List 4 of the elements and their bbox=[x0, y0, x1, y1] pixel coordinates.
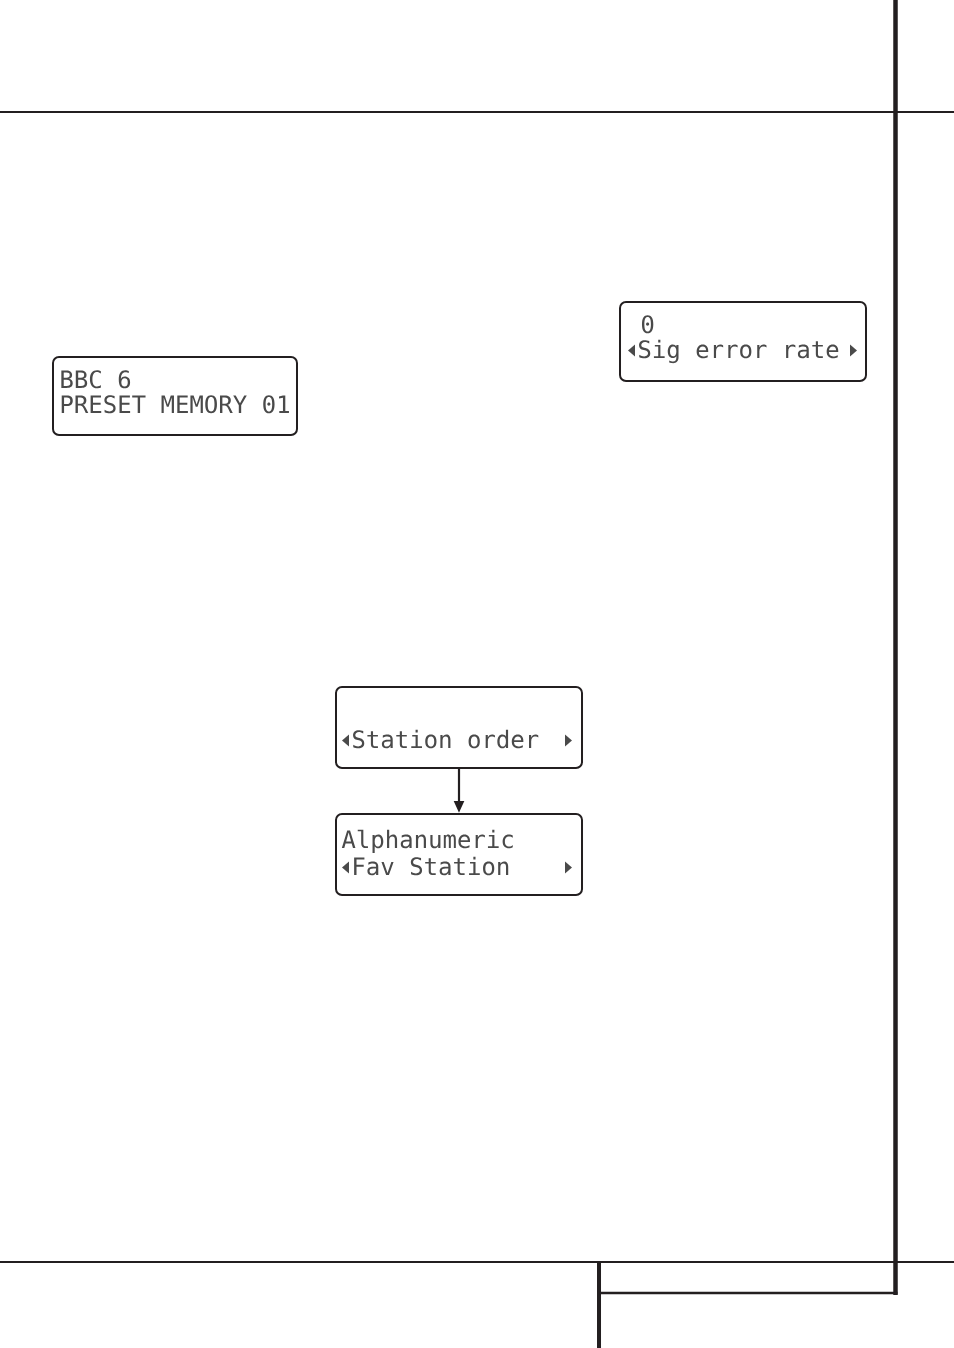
lcd-display: 0 Sig error rate bbox=[619, 301, 867, 382]
lcd-display: Station order bbox=[335, 686, 583, 769]
lcd-display: Alphanumeric Fav Station bbox=[335, 813, 583, 896]
lcd-display: BBC 6 PRESET MEMORY 01 bbox=[52, 356, 298, 436]
